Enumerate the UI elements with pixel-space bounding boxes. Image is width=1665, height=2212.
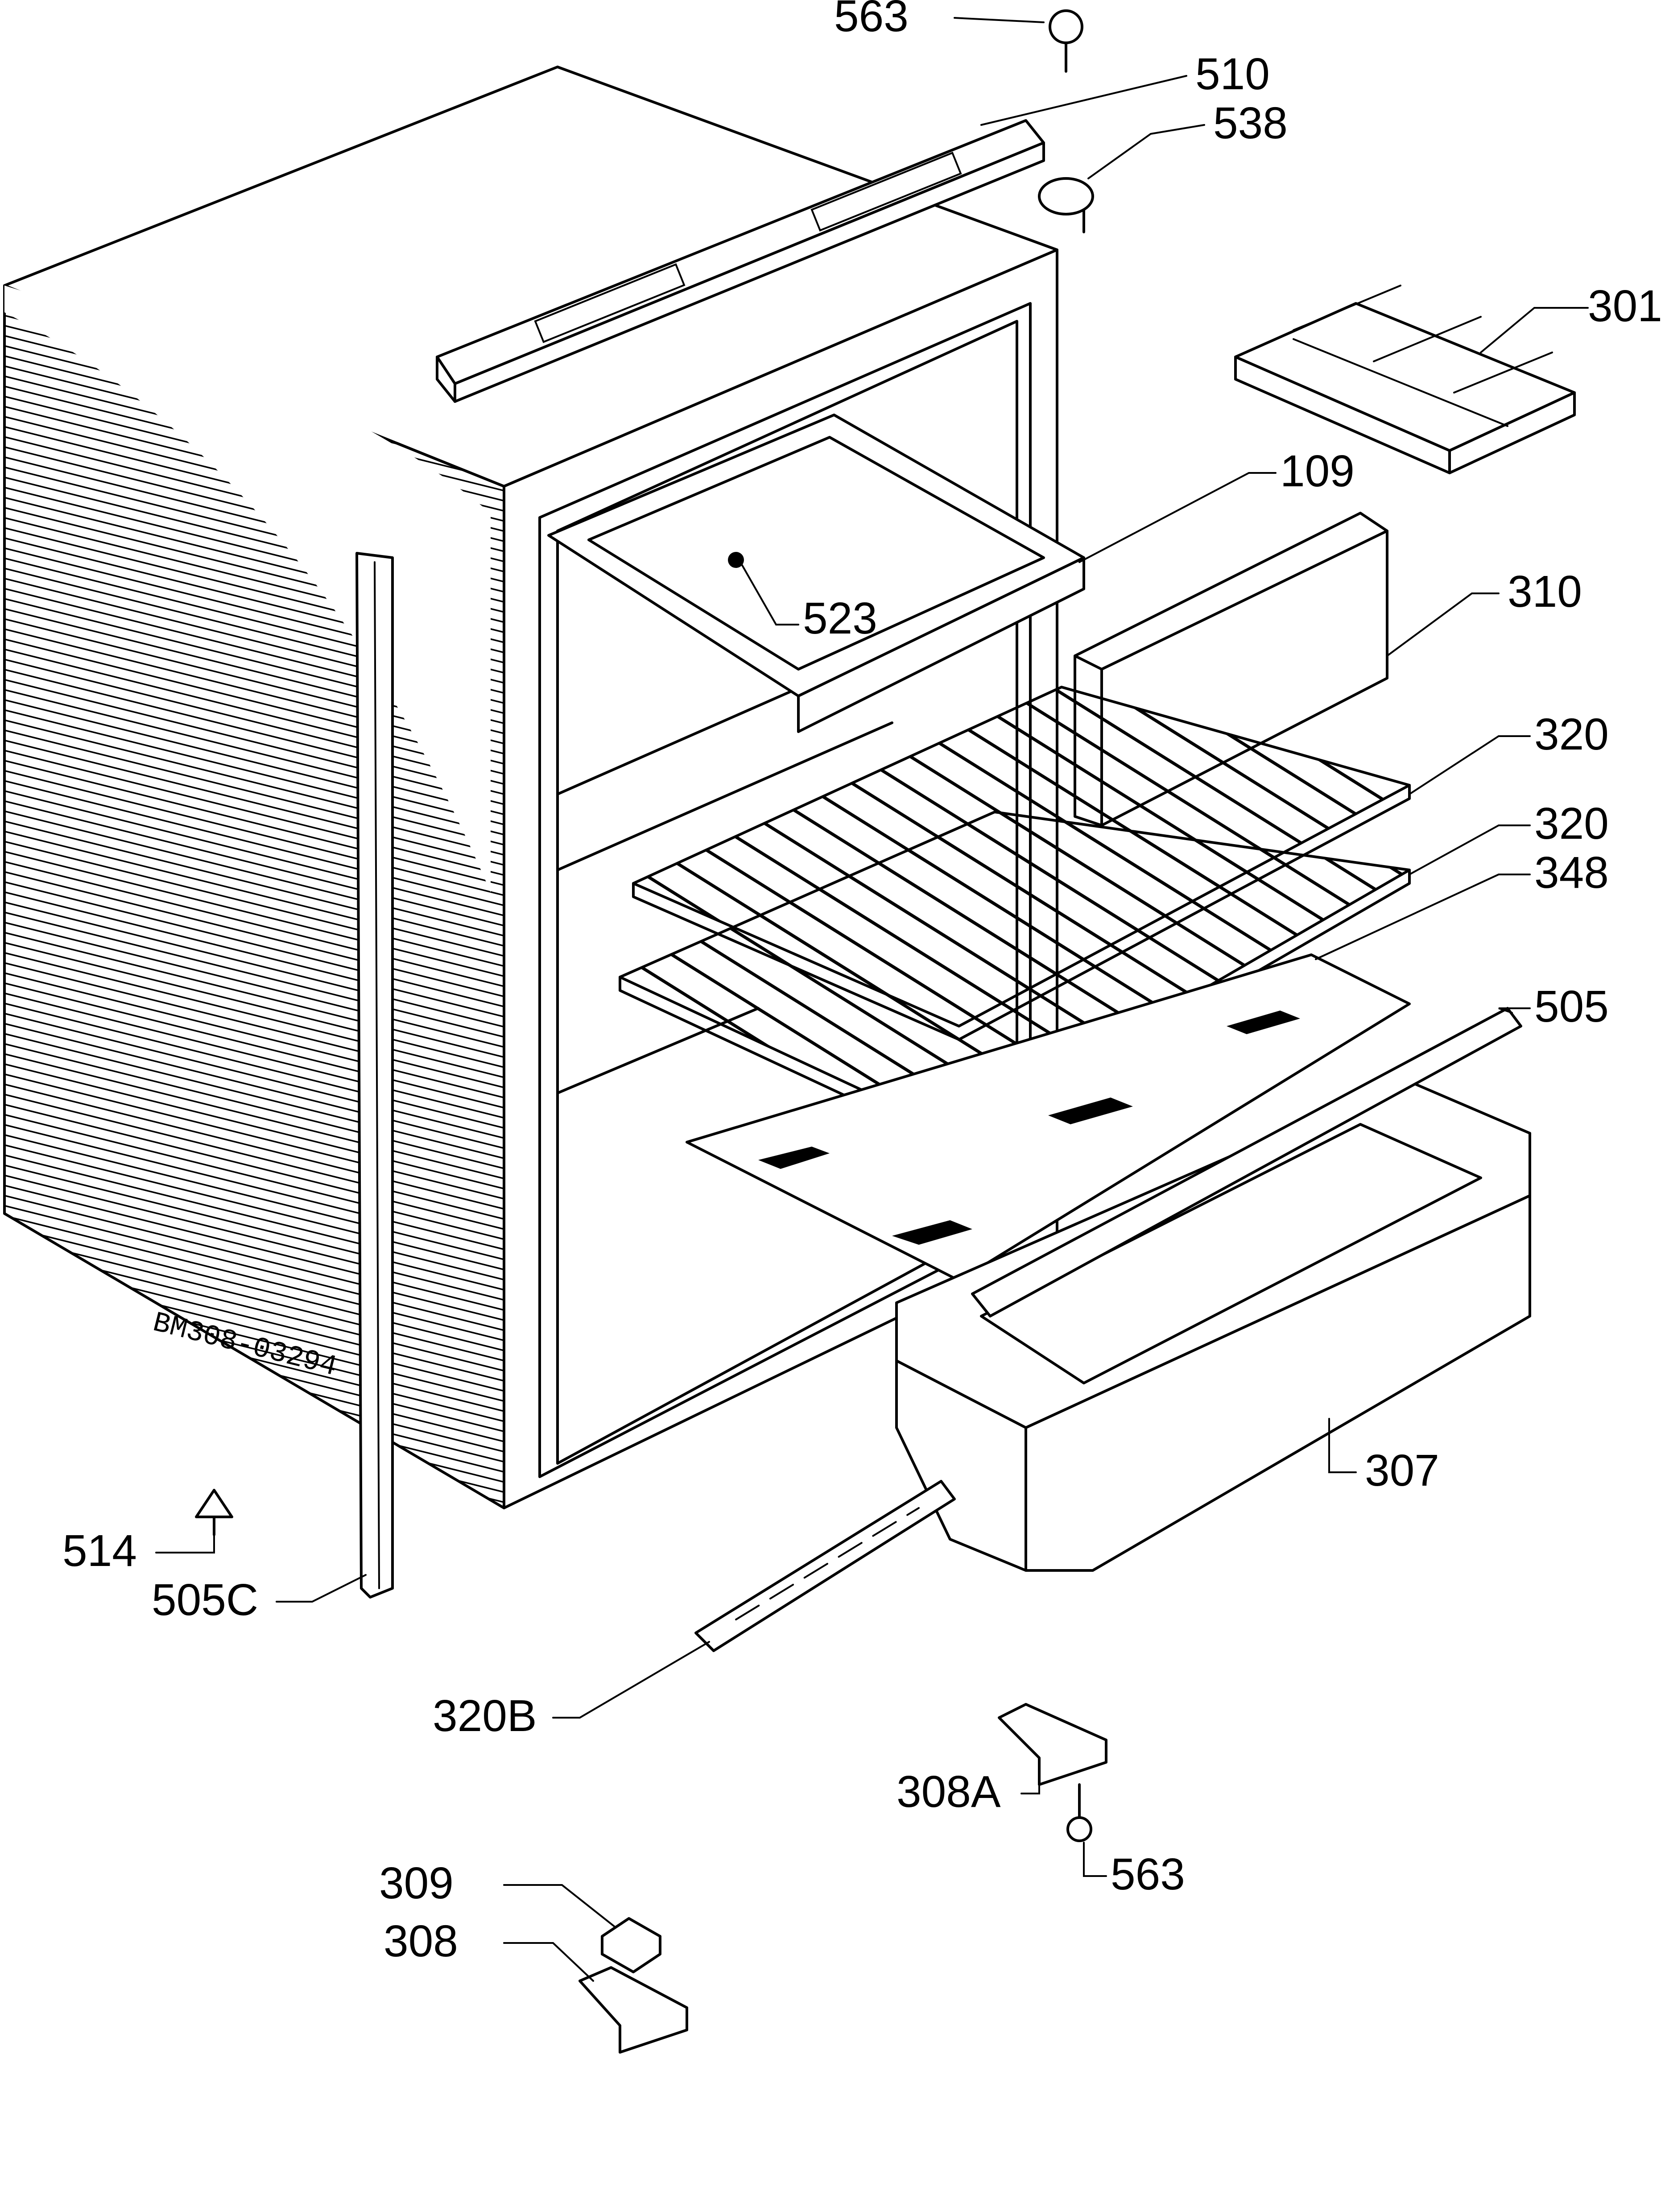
bracket-308A-body xyxy=(998,1703,1107,1786)
leader-308 xyxy=(503,1942,594,1982)
leader-320-upper xyxy=(1409,735,1531,795)
screw-563-top xyxy=(1049,9,1083,73)
callout-563-bottom: 563 xyxy=(1111,1849,1185,1899)
callout-320-lower: 320 xyxy=(1534,799,1609,849)
callout-505C: 505C xyxy=(152,1575,258,1625)
clip-514 xyxy=(195,1489,233,1536)
callout-505: 505 xyxy=(1534,982,1609,1031)
rail-320B-slots xyxy=(735,1507,920,1620)
callout-309: 309 xyxy=(379,1858,454,1908)
leader-563-bottom xyxy=(1083,1842,1107,1877)
cabinet-rail-middle xyxy=(556,721,893,871)
glass-shelf-plate xyxy=(686,953,1411,1282)
door-shelf-top-fold xyxy=(1074,654,1103,671)
callout-labels: 563 510 538 301 109 523 310 320 320 348 … xyxy=(62,0,1662,1966)
cap-538 xyxy=(1038,177,1094,233)
bracket-308A xyxy=(998,1703,1107,1786)
rail-320B xyxy=(694,1480,956,1652)
screw-563-bottom-head xyxy=(1066,1816,1092,1842)
leader-309 xyxy=(503,1884,616,1928)
leader-538 xyxy=(1087,124,1205,179)
control-strip-slot-1 xyxy=(534,263,686,343)
control-strip-510 xyxy=(436,119,1045,403)
ice-tray-divider-c xyxy=(1453,352,1553,394)
callout-109: 109 xyxy=(1280,446,1355,496)
cap-538-body xyxy=(1038,177,1094,215)
leader-563-top xyxy=(954,17,1045,23)
leader-301 xyxy=(1480,307,1589,353)
cabinet-side-highlight xyxy=(4,286,491,892)
crisper-drawer-307 xyxy=(895,1007,1531,1572)
callout-307: 307 xyxy=(1365,1446,1439,1495)
crisper-drawer-front xyxy=(1025,1194,1531,1572)
callout-320B: 320B xyxy=(433,1691,537,1741)
freezer-tray-inner xyxy=(587,436,1045,671)
leader-505 xyxy=(1498,1007,1531,1014)
leader-310 xyxy=(1386,592,1500,657)
callout-308: 308 xyxy=(384,1916,458,1966)
leader-514 xyxy=(155,1534,215,1553)
door-shelf-top-edge xyxy=(1100,530,1388,671)
control-strip-front-face xyxy=(454,141,1045,403)
callout-308A: 308A xyxy=(897,1767,1001,1817)
leader-320-lower xyxy=(1409,824,1531,875)
door-seal-strip xyxy=(355,552,394,1599)
callout-348: 348 xyxy=(1534,848,1609,898)
ice-tray-side xyxy=(1448,391,1576,474)
leader-lines xyxy=(155,17,1589,1982)
callout-301: 301 xyxy=(1588,281,1662,331)
leader-320B xyxy=(552,1641,710,1719)
leader-307 xyxy=(1328,1418,1357,1473)
callout-514: 514 xyxy=(62,1526,137,1576)
ice-tray-divider-a xyxy=(1293,285,1401,331)
wire-shelf-lower-grille xyxy=(620,812,1409,1133)
bracket-308-body xyxy=(578,1966,688,2054)
door-seal-strip-line xyxy=(374,561,380,1589)
bracket-308 xyxy=(578,1966,688,2054)
leader-308A xyxy=(1020,1766,1040,1794)
freezer-tray-523 xyxy=(547,414,1085,733)
screw-563-top-head xyxy=(1049,9,1083,44)
leader-505C xyxy=(276,1574,367,1603)
freezer-tray-front xyxy=(797,556,1085,733)
callout-538: 538 xyxy=(1213,98,1288,148)
callout-310: 310 xyxy=(1508,567,1582,617)
pad-309-body xyxy=(601,1917,661,1973)
crisper-cover-strip-505 xyxy=(971,1007,1522,1317)
freezer-tray-pin xyxy=(728,552,744,568)
ice-tray-301 xyxy=(1234,285,1576,474)
leader-348 xyxy=(1315,874,1531,960)
glass-shelf-348 xyxy=(686,953,1411,1282)
callout-320-upper: 320 xyxy=(1534,709,1609,759)
callout-563-top: 563 xyxy=(834,0,909,41)
leader-109 xyxy=(1078,472,1277,563)
crisper-drawer-inner xyxy=(980,1123,1482,1384)
crisper-drawer-side xyxy=(895,1359,1027,1572)
clip-514-head xyxy=(195,1489,233,1518)
leader-510 xyxy=(980,75,1187,126)
control-strip-slot-2 xyxy=(810,152,962,232)
pad-309 xyxy=(601,1917,661,1973)
screw-563-bottom xyxy=(1066,1783,1092,1842)
leader-523 xyxy=(740,561,799,625)
ice-tray-divider-long xyxy=(1293,338,1508,427)
ice-tray-divider-b xyxy=(1373,316,1482,362)
callout-523: 523 xyxy=(803,593,877,643)
callout-510: 510 xyxy=(1195,49,1270,99)
